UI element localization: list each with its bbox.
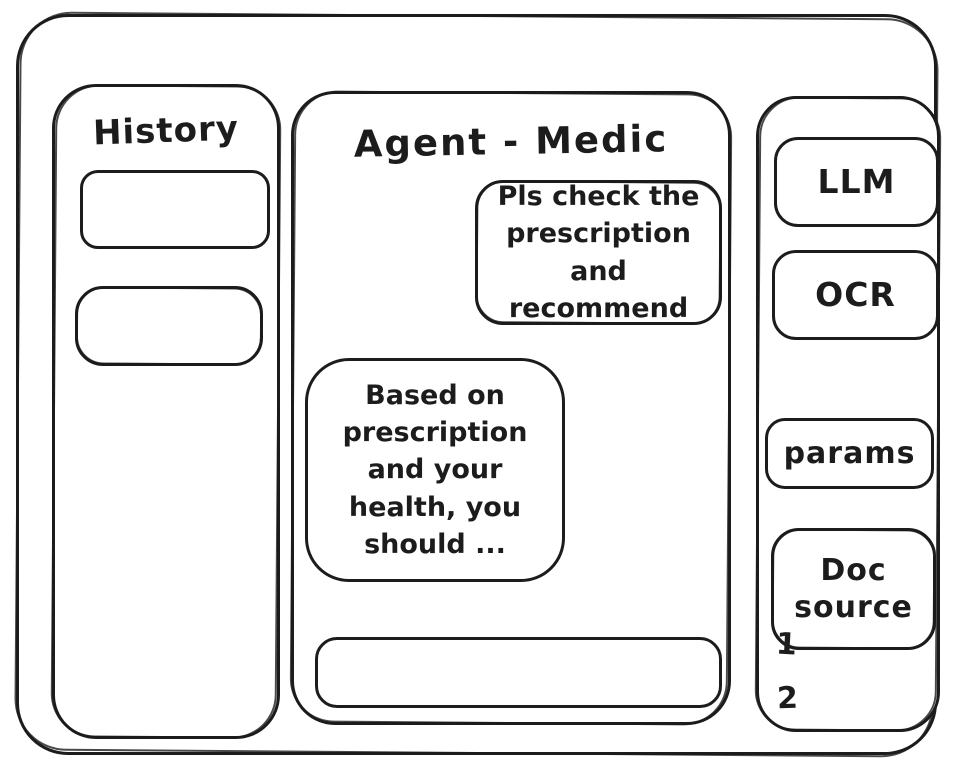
agent-message-text: Based on prescription and your health, y… xyxy=(342,379,528,560)
doc-source-button-label: Doc source xyxy=(794,552,913,626)
history-item[interactable] xyxy=(80,170,270,249)
user-message-text: Pls check the prescription and recommend xyxy=(497,181,700,324)
history-item[interactable] xyxy=(75,286,263,366)
user-message-bubble: Pls check the prescription and recommend xyxy=(475,180,722,325)
doc-source-item-2[interactable]: 2 xyxy=(776,680,799,717)
tools-sidebar: LLM OCR params Doc source 1 2 xyxy=(756,96,940,732)
history-title: History xyxy=(92,108,240,154)
message-input[interactable] xyxy=(315,637,722,708)
llm-button-label: LLM xyxy=(817,162,896,202)
agent-message-bubble: Based on prescription and your health, y… xyxy=(305,358,565,582)
app-window-frame: History Agent - Medic Pls check the pres… xyxy=(16,14,940,755)
history-sidebar: History xyxy=(52,84,280,739)
params-button-label: params xyxy=(783,435,916,471)
doc-source-button[interactable]: Doc source xyxy=(771,528,936,650)
chat-title: Agent - Medic xyxy=(353,117,669,166)
chat-panel: Agent - Medic Pls check the prescription… xyxy=(291,91,731,725)
llm-button[interactable]: LLM xyxy=(774,137,939,227)
doc-source-item-1[interactable]: 1 xyxy=(775,626,798,663)
ocr-button[interactable]: OCR xyxy=(772,250,939,340)
ocr-button-label: OCR xyxy=(815,275,896,315)
params-button[interactable]: params xyxy=(765,418,934,489)
